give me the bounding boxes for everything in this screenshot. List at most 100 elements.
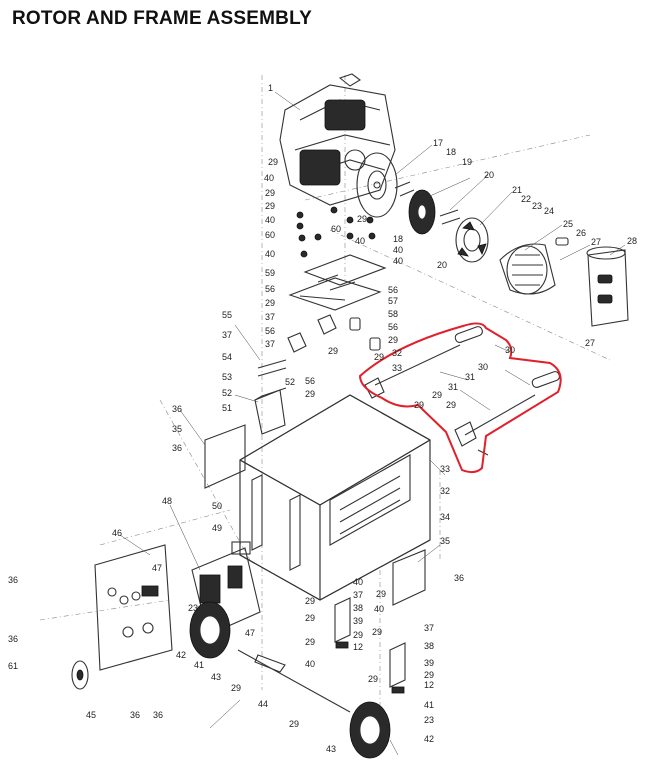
callout-36-b: 36 (172, 443, 182, 453)
callout-29-t: 29 (424, 670, 434, 680)
wheel-front (189, 601, 231, 659)
callout-51: 51 (222, 403, 232, 413)
side-bracket-left (204, 424, 246, 489)
callout-40-h: 40 (305, 659, 315, 669)
callout-50: 50 (212, 501, 222, 511)
callout-29-s: 29 (372, 627, 382, 637)
callout-29-d: 29 (357, 214, 367, 224)
callout-37-e: 37 (424, 623, 434, 633)
callout-20: 20 (484, 170, 494, 180)
handle-lower (454, 371, 560, 456)
callout-29-v: 29 (376, 589, 386, 599)
callout-41-b: 41 (424, 700, 434, 710)
end-cover (499, 237, 569, 295)
callout-29-a: 29 (268, 157, 278, 167)
mount-plate (288, 254, 387, 311)
callout-54: 54 (222, 352, 232, 362)
callout-45: 45 (86, 710, 96, 720)
callout-36-g: 36 (454, 573, 464, 583)
callout-56-e: 56 (305, 376, 315, 386)
callout-30-a: 30 (505, 345, 515, 355)
callout-44: 44 (258, 699, 268, 709)
callout-28: 28 (627, 236, 637, 246)
callout-36-d: 36 (8, 634, 18, 644)
callout-29-q: 29 (305, 613, 315, 623)
callout-37-d: 37 (353, 590, 363, 600)
rear-housing (586, 246, 629, 327)
callout-17: 17 (433, 138, 443, 148)
callout-39-a: 39 (353, 616, 363, 626)
callout-31-b: 31 (448, 382, 458, 392)
callout-42-a: 42 (176, 650, 186, 660)
callout-labels: 1 17 18 19 20 21 22 23 24 25 26 27 28 27… (8, 83, 637, 754)
callout-29-l: 29 (446, 400, 456, 410)
callout-34: 34 (440, 512, 450, 522)
callout-27b: 27 (585, 338, 595, 348)
callout-32-b: 32 (440, 486, 450, 496)
callout-46: 46 (112, 528, 122, 538)
callout-36-a: 36 (172, 404, 182, 414)
callout-55: 55 (222, 310, 232, 320)
callout-29-m: 29 (231, 683, 241, 693)
callout-56-a: 56 (265, 284, 275, 294)
callout-23-a: 23 (188, 603, 198, 613)
callout-59: 59 (265, 268, 275, 278)
callout-60-b: 60 (331, 224, 341, 234)
callout-52-a: 52 (285, 377, 295, 387)
callout-40-i: 40 (374, 604, 384, 614)
callout-37-c: 37 (265, 339, 275, 349)
alignment-lines (39, 75, 611, 720)
engine (279, 73, 396, 206)
frame (239, 394, 431, 601)
callout-29-e: 29 (265, 298, 275, 308)
callout-47-a: 47 (152, 563, 162, 573)
callout-39-b: 39 (424, 658, 434, 668)
callout-29-o: 29 (353, 630, 363, 640)
callout-29-h: 29 (305, 389, 315, 399)
callout-29-p: 29 (305, 596, 315, 606)
callout-40-c: 40 (265, 249, 275, 259)
callout-20b: 20 (437, 260, 447, 270)
callout-41-a: 41 (194, 660, 204, 670)
battery (254, 359, 287, 435)
callout-33-b: 33 (440, 464, 450, 474)
callout-48: 48 (162, 496, 172, 506)
callout-37-b: 37 (222, 330, 232, 340)
callout-40-f: 40 (393, 256, 403, 266)
support-leg-left (334, 597, 351, 649)
callout-40-a: 40 (264, 173, 274, 183)
control-panel (94, 544, 173, 671)
callout-61: 61 (8, 661, 18, 671)
callout-38-a: 38 (353, 603, 363, 613)
callout-27: 27 (591, 237, 601, 247)
callout-33-a: 33 (392, 363, 402, 373)
callout-43-b: 43 (326, 744, 336, 754)
callout-29-g: 29 (328, 346, 338, 356)
callout-32-a: 32 (392, 348, 402, 358)
callout-25: 25 (563, 219, 573, 229)
handle-upper (364, 326, 483, 399)
callout-29-i: 29 (374, 352, 384, 362)
callout-36-f: 36 (153, 710, 163, 720)
callout-36-e: 36 (130, 710, 140, 720)
callout-40-e: 40 (393, 245, 403, 255)
callout-12-b: 12 (424, 680, 434, 690)
callout-29-k: 29 (432, 390, 442, 400)
callout-43-a: 43 (211, 672, 221, 682)
callout-18b: 18 (393, 234, 403, 244)
callout-56-b: 56 (388, 285, 398, 295)
callout-35-a: 35 (172, 424, 182, 434)
leader-lines (119, 91, 626, 756)
callout-53: 53 (222, 372, 232, 382)
callout-29-u: 29 (368, 674, 378, 684)
rotor-disc (356, 152, 398, 218)
callout-31-a: 31 (465, 372, 475, 382)
callout-29-j: 29 (414, 400, 424, 410)
callout-52-b: 52 (222, 388, 232, 398)
callout-49: 49 (212, 523, 222, 533)
callout-29-c: 29 (265, 201, 275, 211)
wheel-rear (349, 701, 391, 759)
callout-58: 58 (388, 309, 398, 319)
highlight-outline (358, 322, 562, 474)
